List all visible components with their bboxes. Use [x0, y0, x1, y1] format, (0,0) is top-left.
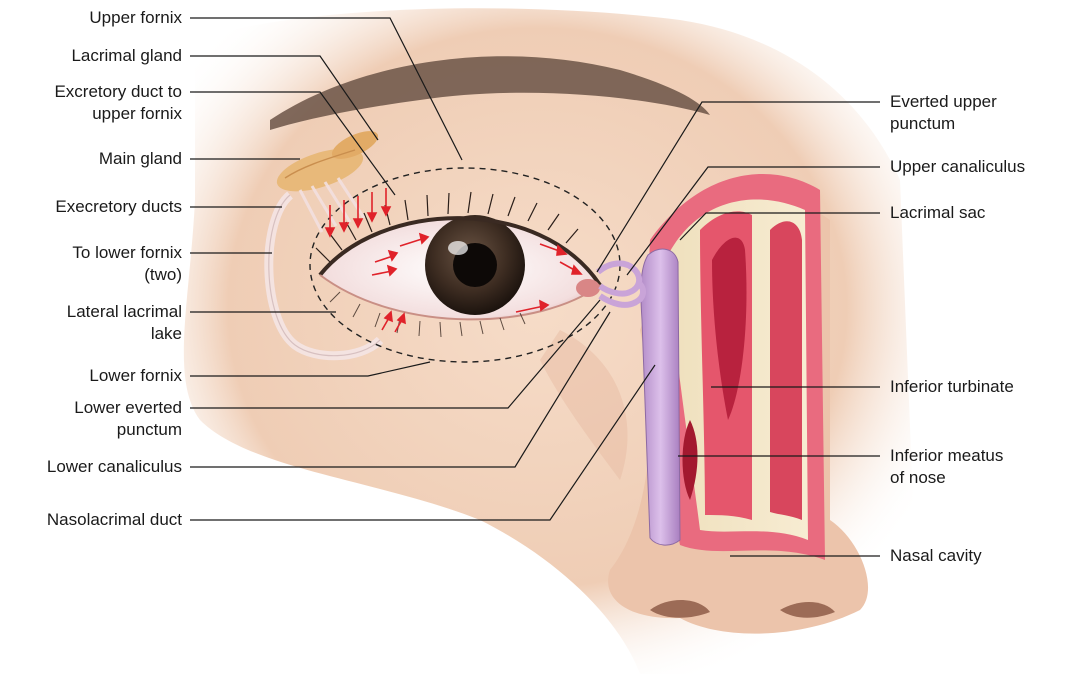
label-lateral-lacrimal-lake: Lateral lacrimal lake [67, 301, 182, 345]
label-execretory-ducts: Execretory ducts [55, 196, 182, 218]
label-nasolacrimal-duct: Nasolacrimal duct [47, 509, 182, 531]
label-lower-everted-punctum: Lower everted punctum [74, 397, 182, 441]
label-excretory-duct-to-upper-fornix: Excretory duct to upper fornix [54, 81, 182, 125]
label-everted-upper-punctum: Everted upper punctum [890, 91, 997, 135]
label-lower-canaliculus: Lower canaliculus [47, 456, 182, 478]
label-lacrimal-sac: Lacrimal sac [890, 202, 985, 224]
label-lower-fornix: Lower fornix [89, 365, 182, 387]
label-upper-fornix: Upper fornix [89, 7, 182, 29]
label-inferior-turbinate: Inferior turbinate [890, 376, 1014, 398]
label-to-lower-fornix: To lower fornix (two) [72, 242, 182, 286]
label-nasal-cavity: Nasal cavity [890, 545, 982, 567]
label-inferior-meatus-of-nose: Inferior meatus of nose [890, 445, 1003, 489]
label-upper-canaliculus: Upper canaliculus [890, 156, 1025, 178]
label-main-gland: Main gland [99, 148, 182, 170]
label-lacrimal-gland: Lacrimal gland [71, 45, 182, 67]
